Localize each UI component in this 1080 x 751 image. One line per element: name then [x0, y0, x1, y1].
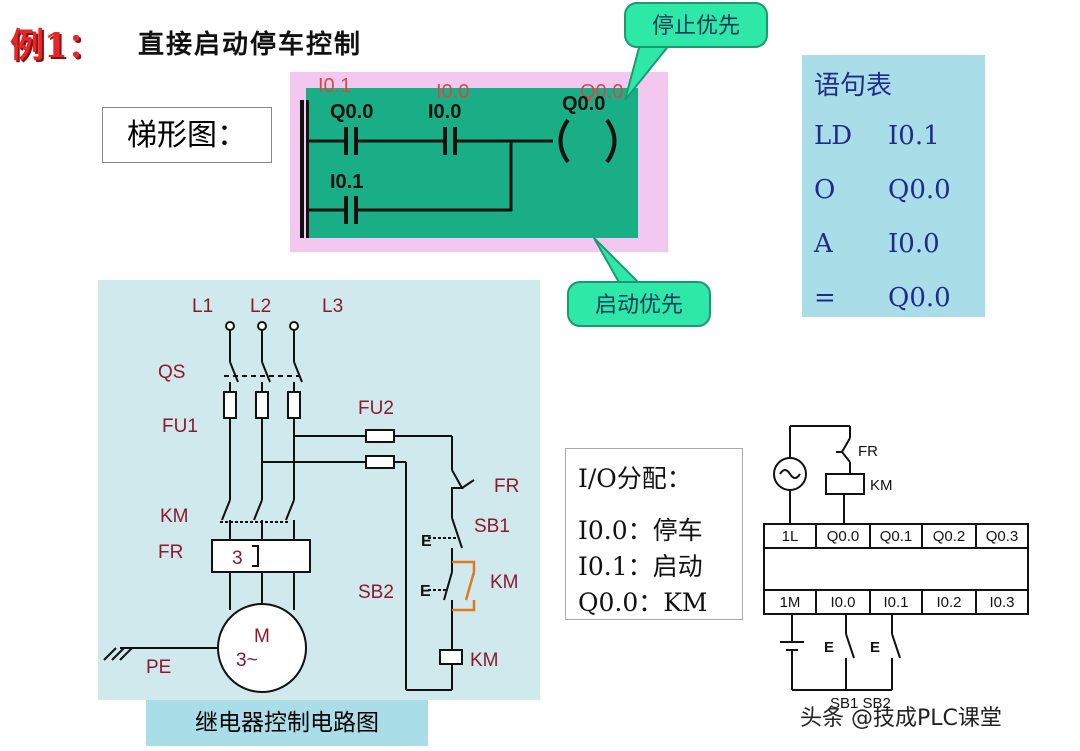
fu1-label: FU1: [162, 416, 198, 437]
example-number: 例1：: [10, 26, 102, 66]
stop-priority-text: 停止优先: [652, 13, 740, 38]
plc-wiring: [763, 425, 1029, 691]
plc-sb1-marker: E: [824, 639, 834, 656]
ladder-diagram: I0.1 I0.0 Q0.0 Q0.0 I0.0 I0.1 Q0.0: [300, 75, 623, 238]
relay-circuit-panel: [98, 280, 540, 700]
pe-label: PE: [146, 657, 171, 678]
start-priority-text: 启动优先: [595, 292, 683, 317]
plc-in-i02: I0.2: [936, 594, 961, 611]
sb1-pushbutton-marker: E: [421, 533, 432, 550]
contact-label-q00: Q0.0: [330, 101, 373, 123]
statement-list-panel: 语句表 LD I0.1 O Q0.0 A I0.0 = Q0.0: [802, 55, 985, 317]
stl-op-2: O: [814, 175, 836, 205]
plc-out-q01: Q0.1: [880, 528, 913, 545]
io-row-start: I0.1：启动: [578, 552, 703, 581]
km-self-lock-contact: [452, 560, 476, 612]
relay-circuit-caption: 继电器控制电路图: [146, 700, 428, 746]
plc-out-q02: Q0.2: [933, 528, 966, 545]
coil-label-q00: Q0.0: [562, 93, 605, 115]
io-row-stop: I0.0：停车: [578, 516, 703, 545]
plc-in-i00: I0.0: [830, 594, 855, 611]
line-l1-label: L1: [192, 296, 213, 317]
stl-operand-2: Q0.0: [888, 175, 951, 205]
motor-m-label: M: [254, 626, 270, 647]
plc-in-i03: I0.3: [989, 594, 1014, 611]
relay-circuit: [103, 321, 475, 693]
fr-number: 3: [232, 548, 243, 569]
fr-main-label: FR: [158, 542, 183, 563]
hidden-label-i00: I0.0: [436, 81, 469, 103]
stl-op-1: LD: [814, 121, 853, 151]
ctrl-km-contact-label: KM: [490, 572, 519, 593]
line-l2-label: L2: [250, 296, 271, 317]
stl-op-3: A: [814, 229, 833, 259]
io-assignment-title: I/O分配：: [578, 464, 692, 493]
ctrl-coil-label: KM: [470, 650, 499, 671]
motor-phase-label: 3~: [236, 650, 258, 671]
ladder-diagram-label: 梯形图：: [102, 107, 272, 163]
watermark: 头条 @技成PLC课堂: [800, 706, 1002, 731]
callout-start-priority: 启动优先: [567, 237, 711, 327]
qs-label: QS: [158, 362, 185, 383]
hidden-label-i01: I0.1: [318, 75, 351, 97]
ladder-power-rail: [300, 100, 304, 238]
stl-operand-1: I0.1: [888, 121, 940, 151]
io-assignment-panel: I/O分配： I0.0：停车 I0.1：启动 Q0.0：KM: [565, 448, 743, 620]
km-main-label: KM: [160, 506, 189, 527]
callout-stop-priority: 停止优先: [624, 2, 768, 101]
stl-operand-4: Q0.0: [888, 283, 951, 313]
io-row-output: Q0.0：KM: [578, 588, 708, 617]
line-l3-label: L3: [322, 296, 343, 317]
plc-fr-label: FR: [858, 443, 878, 460]
contact-label-i00: I0.0: [428, 101, 461, 123]
plc-out-q00: Q0.0: [827, 528, 860, 545]
ladder-diagram-panel: [306, 88, 638, 238]
hidden-label-q00: Q0.0: [580, 81, 623, 103]
stl-operand-3: I0.0: [888, 229, 940, 259]
plc-sb-labels: SB1 SB2: [830, 695, 891, 712]
coil-q00: [558, 118, 570, 164]
stl-op-4: =: [814, 283, 836, 313]
sb2-label: SB2: [358, 582, 394, 603]
plc-in-1m: 1M: [780, 594, 801, 611]
plc-out-q03: Q0.3: [986, 528, 1019, 545]
plc-sb2-marker: E: [870, 639, 880, 656]
plc-km-label: KM: [870, 477, 893, 494]
statement-list-header: 语句表: [814, 71, 893, 101]
fu2-label: FU2: [358, 398, 394, 419]
ctrl-fr-label: FR: [494, 476, 519, 497]
sb1-label: SB1: [474, 516, 510, 537]
plc-out-1l: 1L: [782, 528, 799, 545]
plc-in-i01: I0.1: [883, 594, 908, 611]
page-title: 直接启动停车控制: [138, 30, 363, 60]
contact-label-i01: I0.1: [330, 171, 363, 193]
sb2-pushbutton-marker: E: [420, 583, 431, 600]
